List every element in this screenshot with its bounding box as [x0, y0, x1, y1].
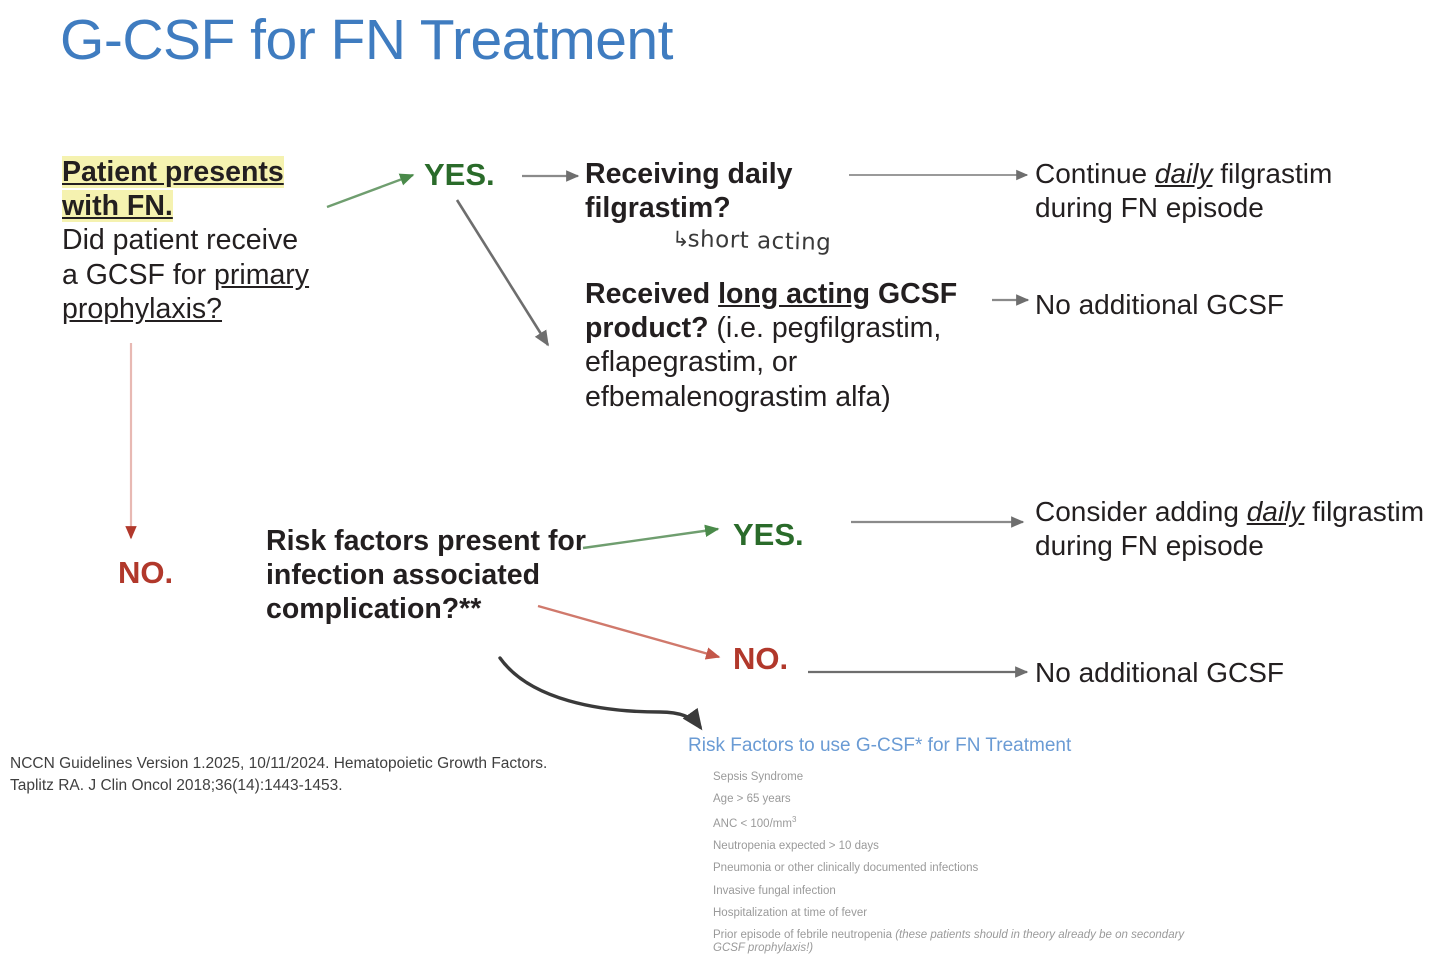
risk-factor-item-text: Sepsis Syndrome: [713, 770, 804, 783]
risk-factor-item-note: (these patients should in theory already…: [713, 929, 1185, 955]
continue-emphasis: daily: [1154, 158, 1213, 189]
risk-factor-item-text: Age > 65 years: [713, 792, 791, 805]
risk-factor-item: Sepsis Syndrome: [713, 771, 1208, 784]
long-acting-pre: Received: [585, 278, 719, 310]
page-title: G-CSF for FN Treatment: [60, 8, 673, 72]
question-risk-factors: Risk factors present for infection assoc…: [266, 525, 586, 626]
risk-factor-item: Age > 65 years: [713, 793, 1208, 806]
root-question-line5: prophylaxis?: [62, 292, 223, 325]
risk-factor-item-text: Pneumonia or other clinically documented…: [713, 862, 979, 875]
arrow-yes-to-long-acting: [455, 199, 550, 347]
long-acting-examples: (i.e. pegfilgrastim, eflapegrastim, or e…: [585, 312, 942, 413]
outcome-no-additional-gcsf-bottom: No additional GCSF: [1035, 657, 1285, 688]
outcome-consider-adding-daily: Consider adding daily filgrastim during …: [1035, 495, 1425, 562]
long-acting-post: GCSF product?: [585, 278, 958, 345]
continue-post: filgrastim during FN episode: [1035, 158, 1333, 223]
risk-factor-item-text: Prior episode of febrile neutropenia: [713, 929, 896, 942]
risk-factor-item-text: ANC < 100/mm: [713, 817, 792, 830]
root-question-line4-pre: a GCSF for: [62, 258, 215, 291]
citation-line-2: Taplitz RA. J Clin Oncol 2018;36(14):144…: [10, 777, 343, 795]
root-question-line4-underline: primary: [214, 258, 310, 291]
continue-pre: Continue: [1035, 158, 1155, 189]
branch-label-no-left: NO.: [118, 555, 174, 590]
risk-factor-item: Neutropenia expected > 10 days: [713, 840, 1208, 853]
risk-factor-item: Hospitalization at time of fever: [713, 907, 1208, 920]
question-long-acting-gcsf: Received long acting GCSF product? (i.e.…: [585, 277, 1005, 414]
root-question-line3: Did patient receive: [62, 224, 299, 257]
handwriting-hook-icon: ↳: [671, 226, 688, 252]
branch-label-yes-bottom: YES.: [733, 517, 804, 552]
risk-factor-item: Invasive fungal infection: [713, 885, 1208, 898]
root-question-line2: with FN.: [62, 190, 173, 223]
handwritten-annotation: ↳short acting: [672, 226, 832, 256]
risk-factor-item-text: Neutropenia expected > 10 days: [713, 840, 879, 853]
consider-post: filgrastim during FN episode: [1035, 496, 1425, 561]
risk-factor-item: ANC < 100/mm3: [713, 815, 1208, 831]
risk-factor-callout: Risk Factors to use G-CSF* for FN Treatm…: [688, 734, 1208, 964]
long-acting-underline: long acting: [718, 278, 871, 310]
arrow-risk-to-yes: [582, 524, 720, 550]
outcome-continue-daily-filgrastim: Continue daily filgrastim during FN epis…: [1035, 157, 1385, 224]
root-question-line1: Patient presents: [62, 156, 284, 188]
risk-factor-item: Prior episode of febrile neutropenia (th…: [713, 929, 1208, 955]
branch-label-no-bottom: NO.: [733, 641, 789, 676]
citation-block: NCCN Guidelines Version 1.2025, 10/11/20…: [10, 753, 630, 798]
consider-pre: Consider adding: [1035, 496, 1247, 527]
arrow-root-to-yes: [326, 173, 415, 209]
outcome-no-additional-gcsf-top: No additional GCSF: [1035, 289, 1285, 320]
branch-label-yes-top: YES.: [424, 157, 495, 192]
risk-factor-item: Pneumonia or other clinically documented…: [713, 862, 1208, 875]
arrow-curved-to-risk-factor-box: [498, 656, 703, 731]
citation-line-1: NCCN Guidelines Version 1.2025, 10/11/20…: [10, 755, 548, 772]
risk-factor-item-superscript: 3: [791, 815, 797, 825]
handwriting-text: short acting: [687, 226, 832, 257]
risk-factor-callout-title: Risk Factors to use G-CSF* for FN Treatm…: [688, 735, 1072, 756]
risk-factor-item-text: Hospitalization at time of fever: [713, 906, 868, 919]
root-question-block: Patient presents with FN. Did patient re…: [62, 155, 330, 326]
risk-factor-item-text: Invasive fungal infection: [713, 884, 836, 897]
question-daily-filgrastim: Receiving daily filgrastim?: [585, 158, 793, 225]
consider-emphasis: daily: [1246, 496, 1305, 527]
